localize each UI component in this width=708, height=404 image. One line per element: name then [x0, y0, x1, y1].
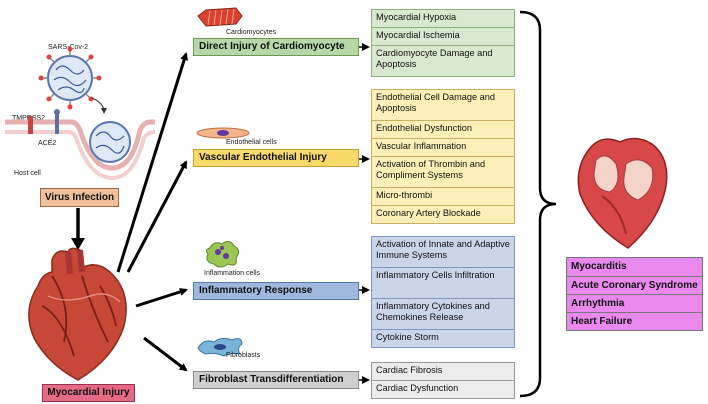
virus-illustration [5, 46, 156, 181]
heart-cross-section-illustration [577, 137, 668, 249]
endothelial-cells-label: Endothelial cells [226, 139, 277, 146]
vascular-injury-effects: Endothelial Cell Damage and Apoptosis En… [371, 89, 515, 224]
outcome-item: Heart Failure [567, 312, 702, 330]
endothelial-cell-icon [196, 127, 250, 139]
effect-item: Cardiac Fibrosis [371, 362, 515, 381]
effect-item: Cardiac Dysfunction [371, 380, 515, 399]
effect-item: Cytokine Storm [371, 329, 515, 348]
endosome-virus-icon [89, 121, 131, 163]
effect-item: Inflammatory Cytokines and Chemokines Re… [371, 298, 515, 330]
direct-injury-effects: Myocardial Hypoxia Myocardial Ischemia C… [371, 9, 515, 77]
inflammation-cells-label: Inflammation cells [204, 270, 261, 277]
fibroblast-effects: Cardiac Fibrosis Cardiac Dysfunction [371, 362, 515, 399]
pathway-direct-injury: Direct Injury of Cardiomyocyte [193, 38, 359, 56]
inflammation-cell-icon [205, 240, 240, 268]
pathway-inflammatory-response: Inflammatory Response [193, 282, 359, 300]
effect-item: Activation of Thrombin and Compliment Sy… [371, 156, 515, 188]
effect-item: Cardiomyocyte Damage and Apoptosis [371, 45, 515, 77]
pathway-fibroblast: Fibroblast Transdifferentiation [193, 371, 359, 389]
effect-item: Inflammatory Cells Infiltration [371, 267, 515, 299]
fibroblasts-label: Fibroblasts [226, 352, 261, 359]
effect-item: Myocardial Ischemia [371, 27, 515, 46]
virus-infection-box: Virus Infection [40, 188, 119, 207]
fibroblast-icon [197, 337, 243, 357]
effect-item: Activation of Innate and Adaptive Immune… [371, 236, 515, 268]
heart-illustration [28, 247, 127, 381]
cardiomyocyte-icon [197, 7, 243, 27]
myocardial-injury-box: Myocardial Injury [42, 384, 135, 402]
pathway-vascular-injury: Vascular Endothelial Injury [193, 149, 359, 167]
down-arrow [71, 208, 85, 250]
effect-item: Coronary Artery Blockade [371, 205, 515, 224]
effect-item: Endothelial Dysfunction [371, 120, 515, 139]
outcome-item: Myocarditis [571, 261, 627, 272]
effect-item: Vascular Inflammation [371, 138, 515, 157]
inflammatory-effects: Activation of Innate and Adaptive Immune… [371, 236, 515, 348]
host-cell-label: Host cell [14, 170, 41, 177]
effect-item: Myocardial Hypoxia [371, 9, 515, 28]
effect-item: Endothelial Cell Damage and Apoptosis [371, 89, 515, 121]
virus-particle-icon [38, 46, 102, 110]
effect-item: Micro-thrombi [371, 187, 515, 206]
outcome-item: Acute Coronary Syndrome [567, 276, 702, 294]
ace2-label: ACE2 [38, 140, 57, 147]
outcome-item: Arrhythmia [567, 294, 702, 312]
outcomes-box: Myocarditis Acute Coronary Syndrome Arrh… [566, 257, 703, 331]
cardiomyocytes-label: Cardiomyocytes [226, 29, 277, 36]
